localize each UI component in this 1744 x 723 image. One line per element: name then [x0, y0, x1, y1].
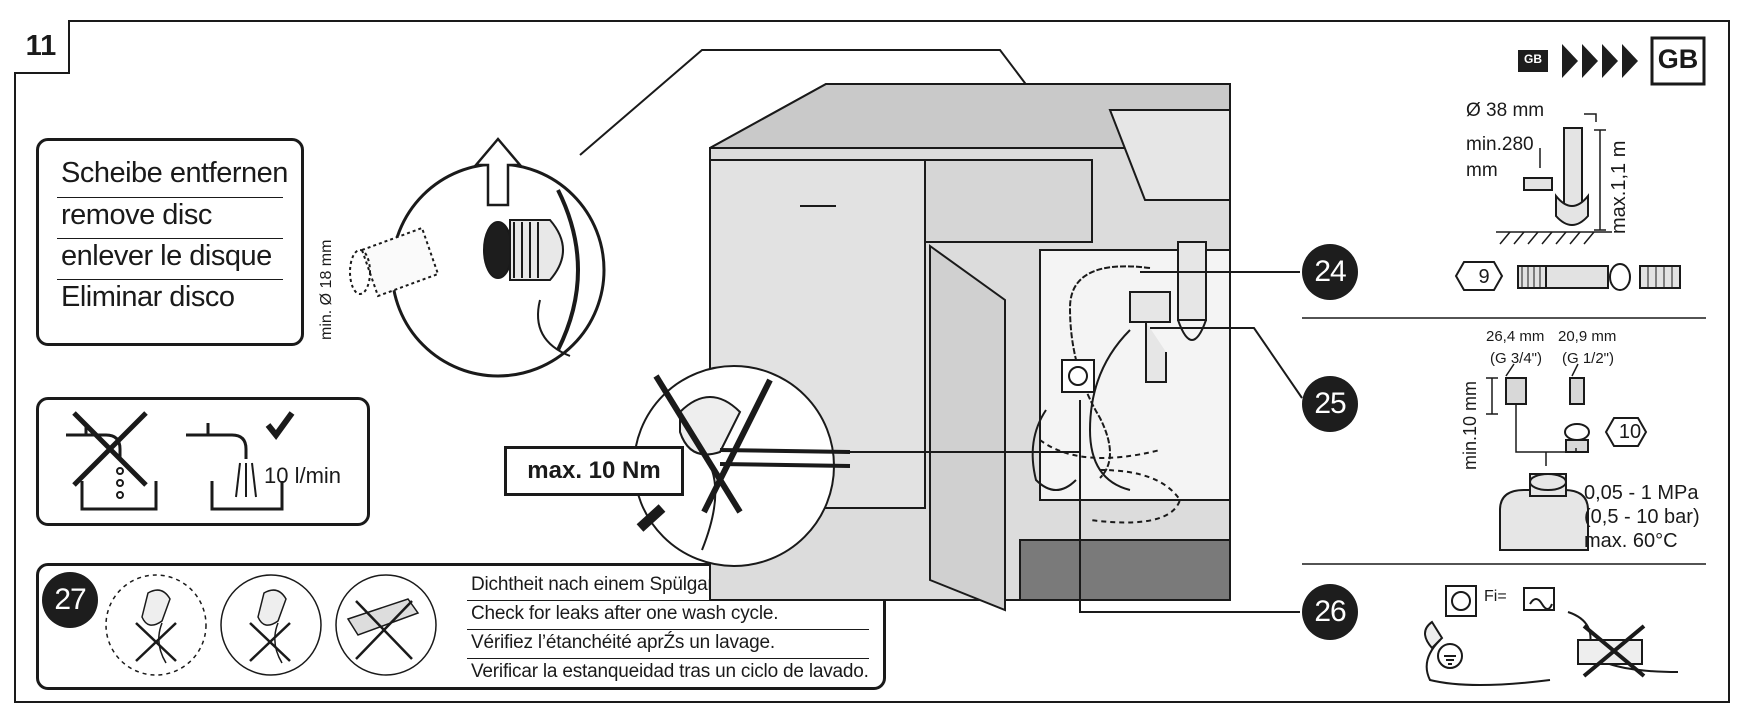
step-badge-27: 27	[42, 572, 98, 628]
supply-pressure-mpa: 0,05 - 1 MPa	[1584, 482, 1699, 504]
drain-min-height: min.280	[1466, 134, 1534, 155]
callout-26: 26	[1302, 584, 1358, 640]
supply-pressure-bar: (0,5 - 10 bar)	[1584, 506, 1700, 528]
supply-max-temp: max. 60°C	[1584, 530, 1678, 552]
drain-diameter: Ø 38 mm	[1466, 100, 1545, 121]
fi-label: Fi=	[1484, 588, 1507, 605]
leak-check-en: Check for leaks after one wash cycle.	[471, 603, 779, 624]
disc-instruction-de: Scheibe entfernen	[61, 157, 288, 189]
flow-rate-box	[36, 397, 370, 526]
check-icon	[265, 411, 295, 440]
hose-diameter-label: min. Ø 18 mm	[318, 239, 335, 340]
gb-badge-large: GB	[1657, 44, 1699, 74]
leak-check-fr: Vérifiez l’étanchéité aprŹs un lavage.	[471, 632, 775, 653]
supply-size-b: 20,9 mm	[1558, 328, 1617, 345]
drain-part-number: 9	[1478, 266, 1490, 288]
drain-min-height-unit: mm	[1466, 160, 1498, 181]
torque-label: max. 10 Nm	[504, 446, 684, 496]
instruction-frame	[14, 20, 1730, 703]
drain-max-height: max.1,1 m	[1608, 140, 1630, 234]
callout-24: 24	[1302, 244, 1358, 300]
disc-instruction-fr: enlever le disque	[61, 240, 272, 272]
step-number: 11	[14, 20, 70, 74]
supply-thread-b: (G 1/2")	[1562, 350, 1615, 367]
supply-part-number: 10	[1618, 421, 1642, 443]
arrow-up-icon	[473, 137, 523, 207]
gb-badge-small: GB	[1524, 52, 1542, 66]
callout-25: 25	[1302, 376, 1358, 432]
supply-size-a: 26,4 mm	[1486, 328, 1545, 345]
tap-illustration	[66, 411, 295, 511]
flow-rate-label: 10 l/min	[264, 463, 342, 488]
disc-instruction-box: Scheibe entfernen remove disc enlever le…	[36, 138, 304, 346]
leak-check-box: Dichtheit nach einem Spülgang prüfen. Ch…	[36, 563, 886, 690]
disc-instruction-es: Eliminar disco	[61, 281, 235, 313]
leak-check-illustrations	[105, 574, 437, 676]
leak-check-es: Verificar la estanqueidad tras un ciclo …	[471, 661, 869, 682]
disc-instruction-en: remove disc	[61, 199, 212, 231]
supply-min-length: min.10 mm	[1460, 380, 1480, 470]
supply-thread-a: (G 3/4")	[1490, 350, 1543, 367]
